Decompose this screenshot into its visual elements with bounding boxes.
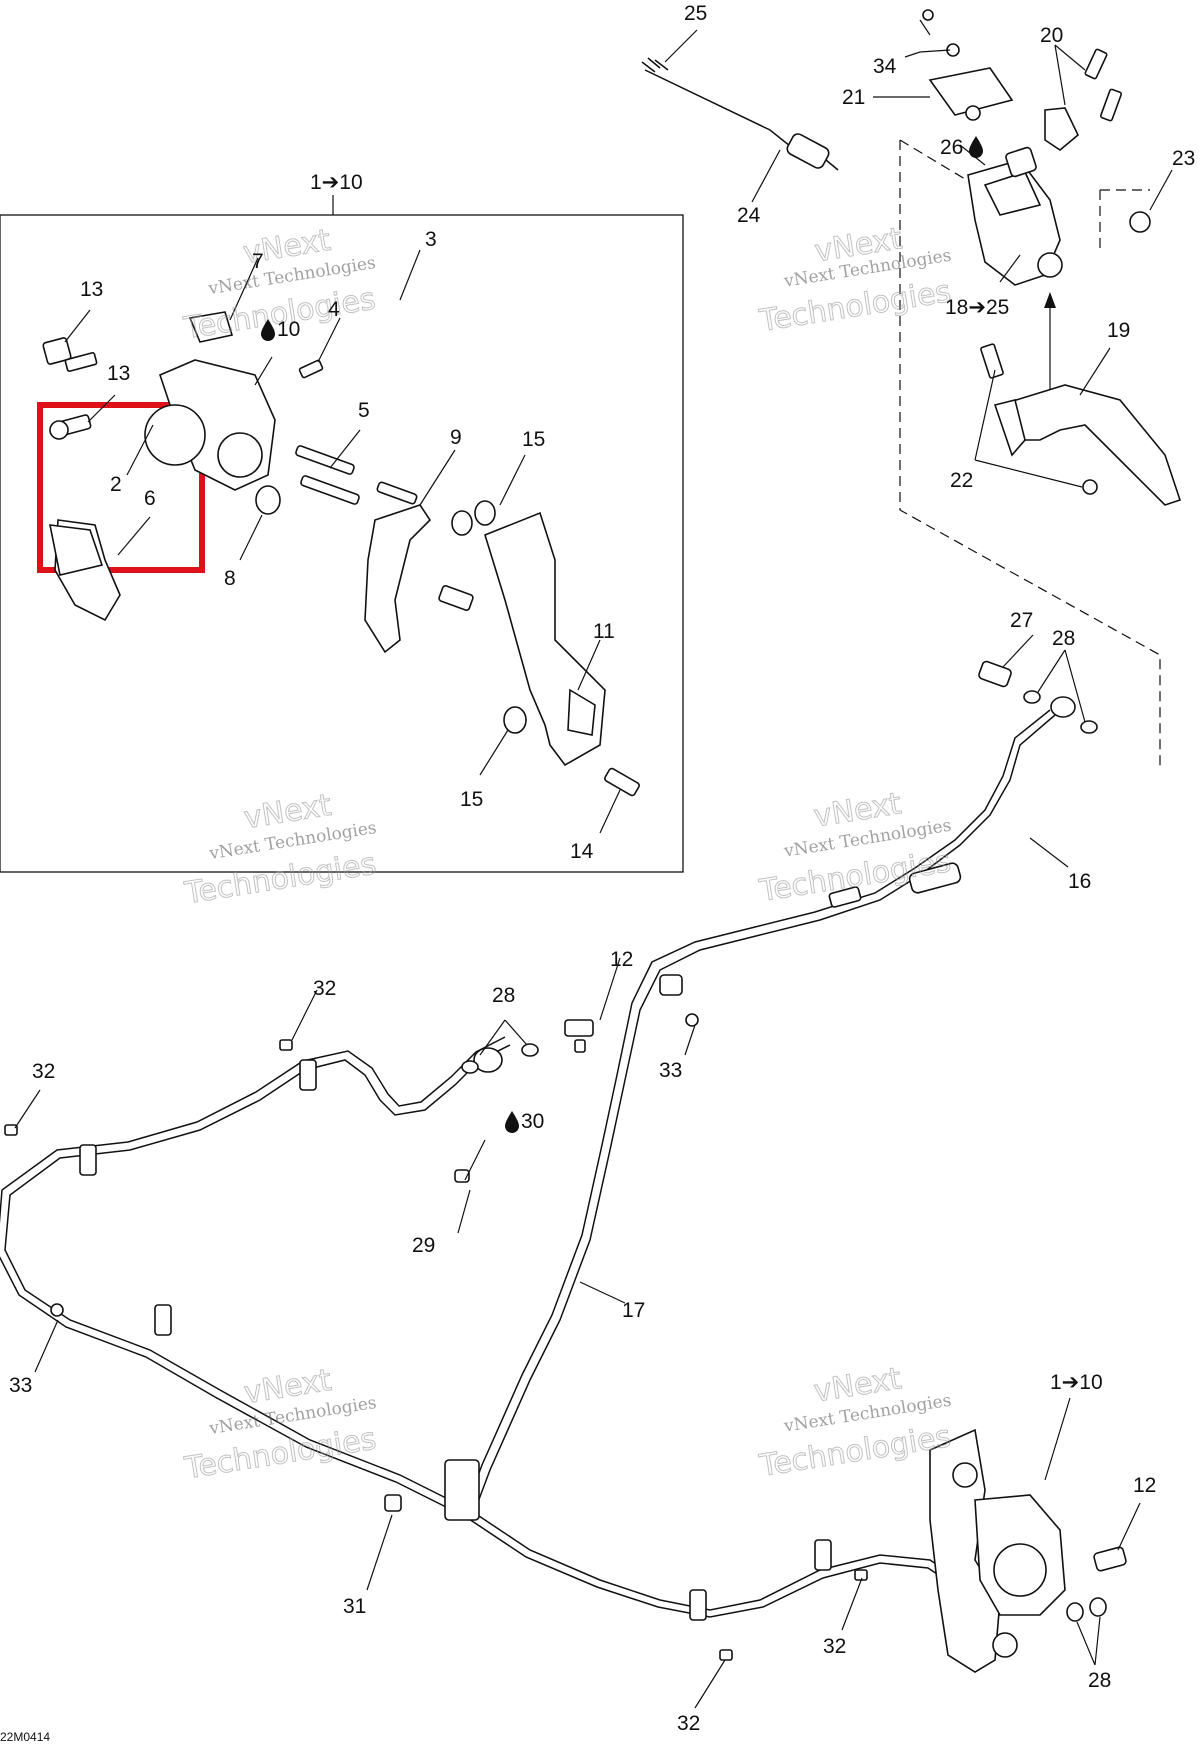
rear-caliper bbox=[929, 1428, 1127, 1673]
brake-light-switch bbox=[641, 57, 839, 171]
watermark-bottom-right: vNext vNext Technologies Technologies bbox=[756, 1361, 954, 1485]
callout-32b: 32 bbox=[32, 1060, 55, 1083]
callout-30: 30 bbox=[521, 1110, 544, 1133]
fluid-drop-icon bbox=[505, 1111, 519, 1133]
dashed-guide bbox=[1099, 189, 1150, 250]
callout-20: 20 bbox=[1040, 24, 1063, 47]
callout-28a: 28 bbox=[1052, 627, 1075, 650]
brake-hoses bbox=[0, 709, 1056, 1618]
callout-17: 17 bbox=[622, 1299, 645, 1322]
fluid-drop-icon bbox=[969, 136, 983, 158]
caliper-exploded-parts bbox=[42, 311, 640, 797]
banjo-fittings-top bbox=[978, 660, 1098, 734]
callout-11: 11 bbox=[593, 620, 615, 643]
callout-13a: 13 bbox=[80, 278, 103, 301]
callout-6: 6 bbox=[144, 487, 156, 510]
callout-2: 2 bbox=[110, 473, 122, 496]
callout-8: 8 bbox=[224, 567, 236, 590]
highlight-box bbox=[37, 402, 205, 573]
callout-33a: 33 bbox=[659, 1059, 682, 1082]
leader-lines bbox=[14, 19, 1173, 1709]
callout-4: 4 bbox=[328, 298, 340, 321]
callout-25: 25 bbox=[684, 2, 707, 25]
callout-14: 14 bbox=[570, 840, 594, 863]
callout-31: 31 bbox=[343, 1595, 366, 1618]
callout-27: 27 bbox=[1010, 609, 1033, 632]
callout-10: 10 bbox=[277, 318, 300, 341]
callout-9: 9 bbox=[450, 426, 462, 449]
callout-15a: 15 bbox=[522, 428, 545, 451]
callout-16: 16 bbox=[1068, 870, 1091, 893]
callout-28b: 28 bbox=[492, 984, 515, 1007]
dashed-guide bbox=[899, 139, 976, 186]
watermark-top-right: vNext vNext Technologies Technologies bbox=[756, 221, 954, 340]
callout-12b: 12 bbox=[1133, 1474, 1156, 1497]
callout-21: 21 bbox=[842, 86, 865, 109]
callout-26: 26 bbox=[940, 136, 963, 159]
callout-33b: 33 bbox=[9, 1374, 32, 1397]
callout-32a: 32 bbox=[313, 977, 336, 1000]
callout-22: 22 bbox=[950, 469, 973, 492]
callout-32d: 32 bbox=[677, 1712, 700, 1735]
callout-7: 7 bbox=[252, 250, 264, 273]
callout-23: 23 bbox=[1172, 147, 1195, 170]
master-cylinder-assembly bbox=[922, 9, 1182, 506]
callout-29: 29 bbox=[412, 1234, 435, 1257]
master-cylinder-group-frame bbox=[899, 140, 1161, 770]
callout-28c: 28 bbox=[1088, 1669, 1111, 1692]
callout-1-10-bottom: 1➔10 bbox=[1050, 1371, 1103, 1394]
callout-34: 34 bbox=[873, 55, 897, 78]
watermark-mid-left: vNext vNext Technologies Technologies bbox=[181, 787, 379, 912]
callout-5: 5 bbox=[358, 399, 370, 422]
callout-1-10-top: 1➔10 bbox=[310, 171, 363, 194]
callout-15b: 15 bbox=[460, 788, 483, 811]
callout-32c: 32 bbox=[823, 1635, 846, 1658]
fluid-drop-icon bbox=[261, 319, 275, 341]
callout-19: 19 bbox=[1107, 319, 1130, 342]
diagram-code: 22M0414 bbox=[0, 1730, 50, 1744]
watermark-bottom-left: vNext vNext Technologies Technologies bbox=[181, 1362, 379, 1487]
callout-24: 24 bbox=[737, 204, 761, 227]
callout-12a: 12 bbox=[610, 948, 633, 971]
caliper-group-frame bbox=[0, 214, 684, 873]
callout-13b: 13 bbox=[107, 362, 130, 385]
callout-3: 3 bbox=[425, 228, 437, 251]
hose-fittings bbox=[4, 862, 962, 1661]
callout-18-25: 18➔25 bbox=[945, 296, 1009, 319]
